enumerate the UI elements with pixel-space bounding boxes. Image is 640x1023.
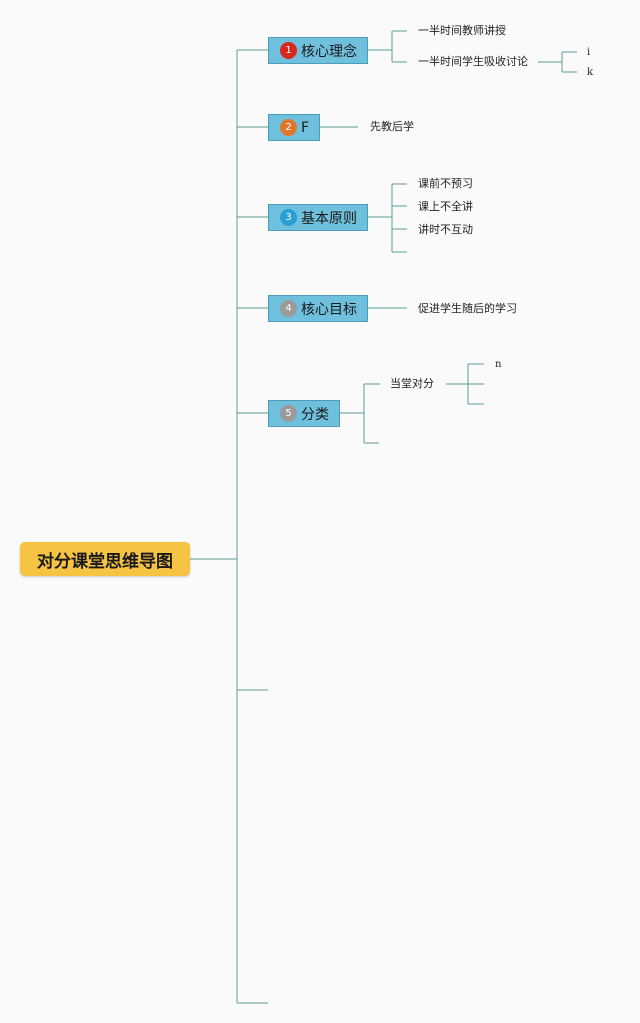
leaf-i[interactable]: i — [587, 47, 591, 58]
subtopic-not-full-lecture[interactable]: 课上不全讲 — [418, 200, 473, 213]
subtopic-teach-then-learn[interactable]: 先教后学 — [370, 120, 414, 133]
number-badge-icon: 5 — [280, 405, 297, 422]
number-badge-icon: 2 — [280, 119, 297, 136]
root-title: 对分课堂思维导图 — [37, 551, 173, 572]
topic-label: 核心目标 — [301, 301, 357, 318]
subtopic-teacher-lecture[interactable]: 一半时间教师讲授 — [418, 24, 506, 37]
topic-classification[interactable]: 5 分类 — [268, 400, 340, 427]
topic-label: 基本原则 — [301, 210, 357, 227]
subtopic-in-class-split[interactable]: 当堂对分 — [390, 377, 434, 390]
subtopic-student-discussion[interactable]: 一半时间学生吸收讨论 — [418, 55, 528, 68]
leaf-n[interactable]: n — [495, 359, 502, 370]
topic-core-concept[interactable]: 1 核心理念 — [268, 37, 368, 64]
topic-label: 分类 — [301, 406, 329, 423]
topic-label: 核心理念 — [301, 43, 357, 60]
number-badge-icon: 4 — [280, 300, 297, 317]
number-badge-icon: 1 — [280, 42, 297, 59]
subtopic-no-preview[interactable]: 课前不预习 — [418, 177, 473, 190]
number-badge-icon: 3 — [280, 209, 297, 226]
topic-core-goal[interactable]: 4 核心目标 — [268, 295, 368, 322]
topic-label: F — [301, 119, 310, 136]
topic-basic-principles[interactable]: 3 基本原则 — [268, 204, 368, 231]
root-topic[interactable]: 对分课堂思维导图 — [20, 542, 190, 576]
leaf-k[interactable]: k — [587, 67, 594, 78]
topic-f[interactable]: 2 F — [268, 114, 320, 141]
subtopic-promote-learning[interactable]: 促进学生随后的学习 — [418, 302, 517, 315]
subtopic-no-interaction[interactable]: 讲时不互动 — [418, 223, 473, 236]
